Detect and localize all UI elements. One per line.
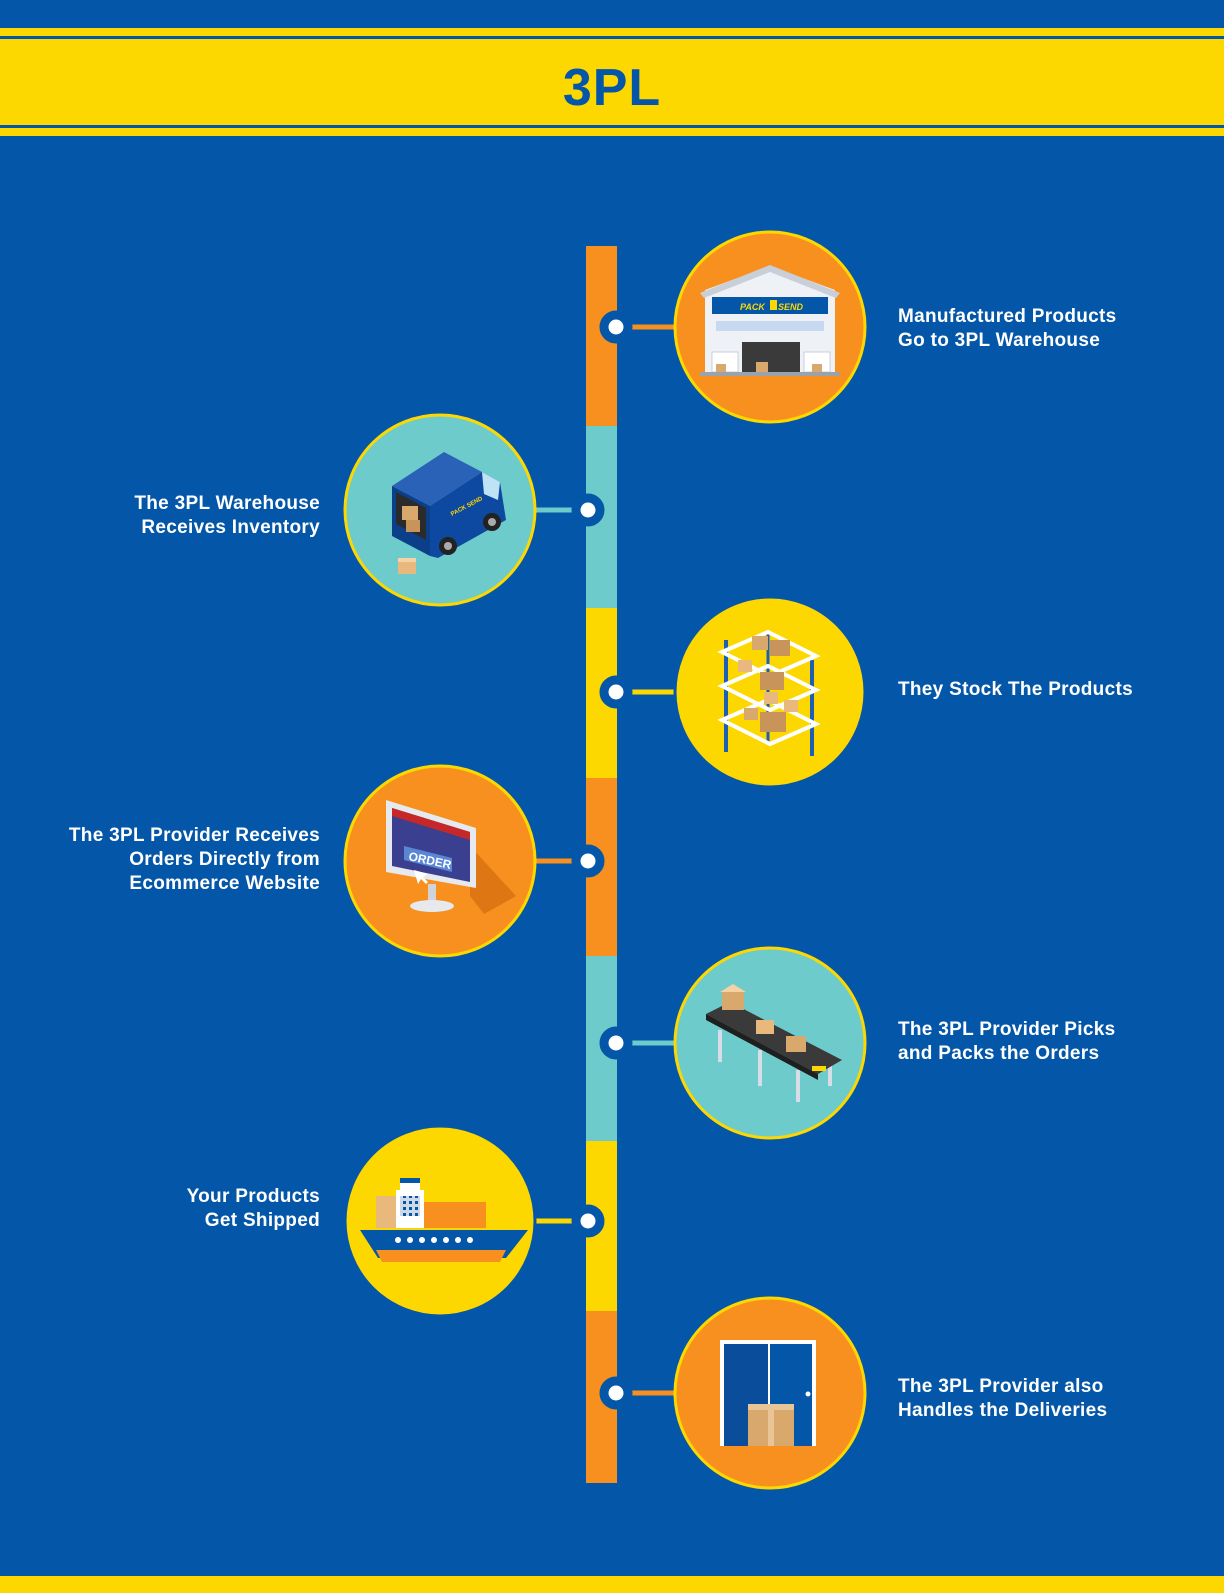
timeline-node <box>599 675 633 709</box>
step-2-label: The 3PL Warehouse Receives Inventory <box>134 493 320 538</box>
timeline-node <box>571 493 605 527</box>
timeline-node <box>599 1376 633 1410</box>
timeline-node <box>571 1204 605 1238</box>
timeline-step-4: ORDER <box>343 764 605 958</box>
step-4-label: The 3PL Provider Receives Orders Directl… <box>68 825 320 894</box>
delivery-van-icon: PACK SEND <box>392 452 506 574</box>
warehouse-icon: PACK SEND <box>700 265 840 376</box>
door-delivery-icon <box>720 1340 816 1446</box>
timeline-node <box>599 310 633 344</box>
timeline-node <box>599 1026 633 1060</box>
step-3-label: They Stock The Products <box>898 679 1133 700</box>
banner-top-line <box>0 36 1224 39</box>
timeline-step-3 <box>599 595 867 789</box>
warehouse-sign-left: PACK <box>740 302 766 312</box>
step-1-label: Manufactured Products Go to 3PL Warehous… <box>898 306 1117 351</box>
bottom-banner <box>0 1576 1224 1593</box>
timeline-step-7 <box>599 1296 867 1490</box>
timeline-step-5 <box>599 946 867 1140</box>
title-banner: 3PL <box>0 28 1224 136</box>
step-6-label: Your Products Get Shipped <box>186 1186 320 1231</box>
page-title: 3PL <box>562 59 662 117</box>
timeline-step-2: PACK SEND <box>343 413 605 607</box>
timeline-node <box>571 844 605 878</box>
cargo-ship-icon <box>360 1178 528 1262</box>
step-7-label: The 3PL Provider also Handles the Delive… <box>898 1376 1108 1421</box>
shelving-icon <box>717 629 821 756</box>
warehouse-sign-right: SEND <box>778 302 804 312</box>
timeline-step-1: PACK SEND <box>599 230 867 424</box>
step-5-label: The 3PL Provider Picks and Packs the Ord… <box>898 1019 1116 1064</box>
timeline-step-6 <box>343 1124 605 1318</box>
computer-order-icon: ORDER <box>386 800 516 914</box>
banner-bottom-line <box>0 125 1224 128</box>
conveyor-belt-icon <box>706 984 842 1102</box>
